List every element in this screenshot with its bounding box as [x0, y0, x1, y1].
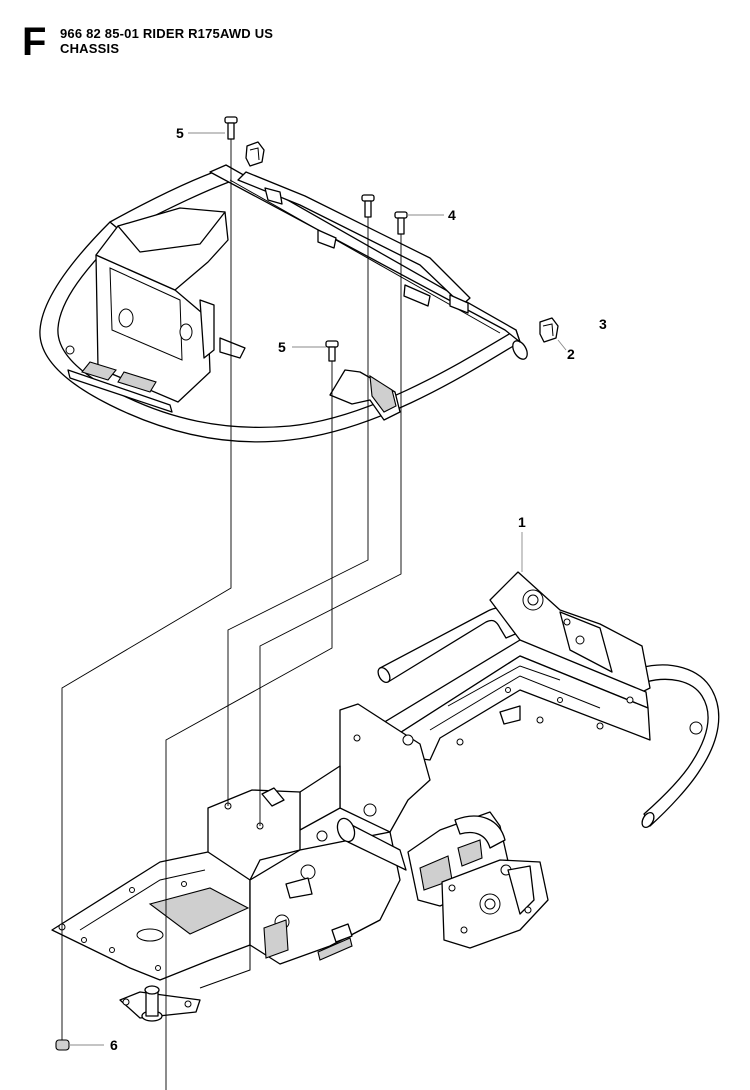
- bolt-4-a: [361, 194, 375, 218]
- nut-6: [55, 1039, 70, 1051]
- main-chassis-frame: [51, 571, 720, 1022]
- diagram-title: 966 82 85-01 RIDER R175AWD US: [60, 26, 274, 41]
- callout-3: 3: [599, 316, 607, 332]
- callout-5-upper: 5: [176, 125, 184, 141]
- bolt-5-middle: [325, 340, 339, 362]
- callout-labels: 5 4 3 2 5 1 6: [110, 125, 607, 1053]
- callout-6: 6: [110, 1037, 118, 1053]
- front-bracket: [329, 369, 401, 421]
- diagram-subtitle: CHASSIS: [60, 41, 120, 56]
- upper-bumper-frame: [39, 164, 528, 443]
- callout-2: 2: [567, 346, 575, 362]
- callout-4: 4: [448, 207, 456, 223]
- section-letter: F: [22, 20, 47, 64]
- callout-1: 1: [518, 514, 526, 530]
- clip-2-upper: [245, 141, 265, 167]
- leader-lines: [61, 132, 567, 1090]
- bolt-5-upper: [224, 116, 238, 140]
- callout-5-middle: 5: [278, 339, 286, 355]
- bolt-4-b: [394, 211, 408, 235]
- clip-2-right: [539, 317, 559, 343]
- seat-support-box: [65, 207, 246, 413]
